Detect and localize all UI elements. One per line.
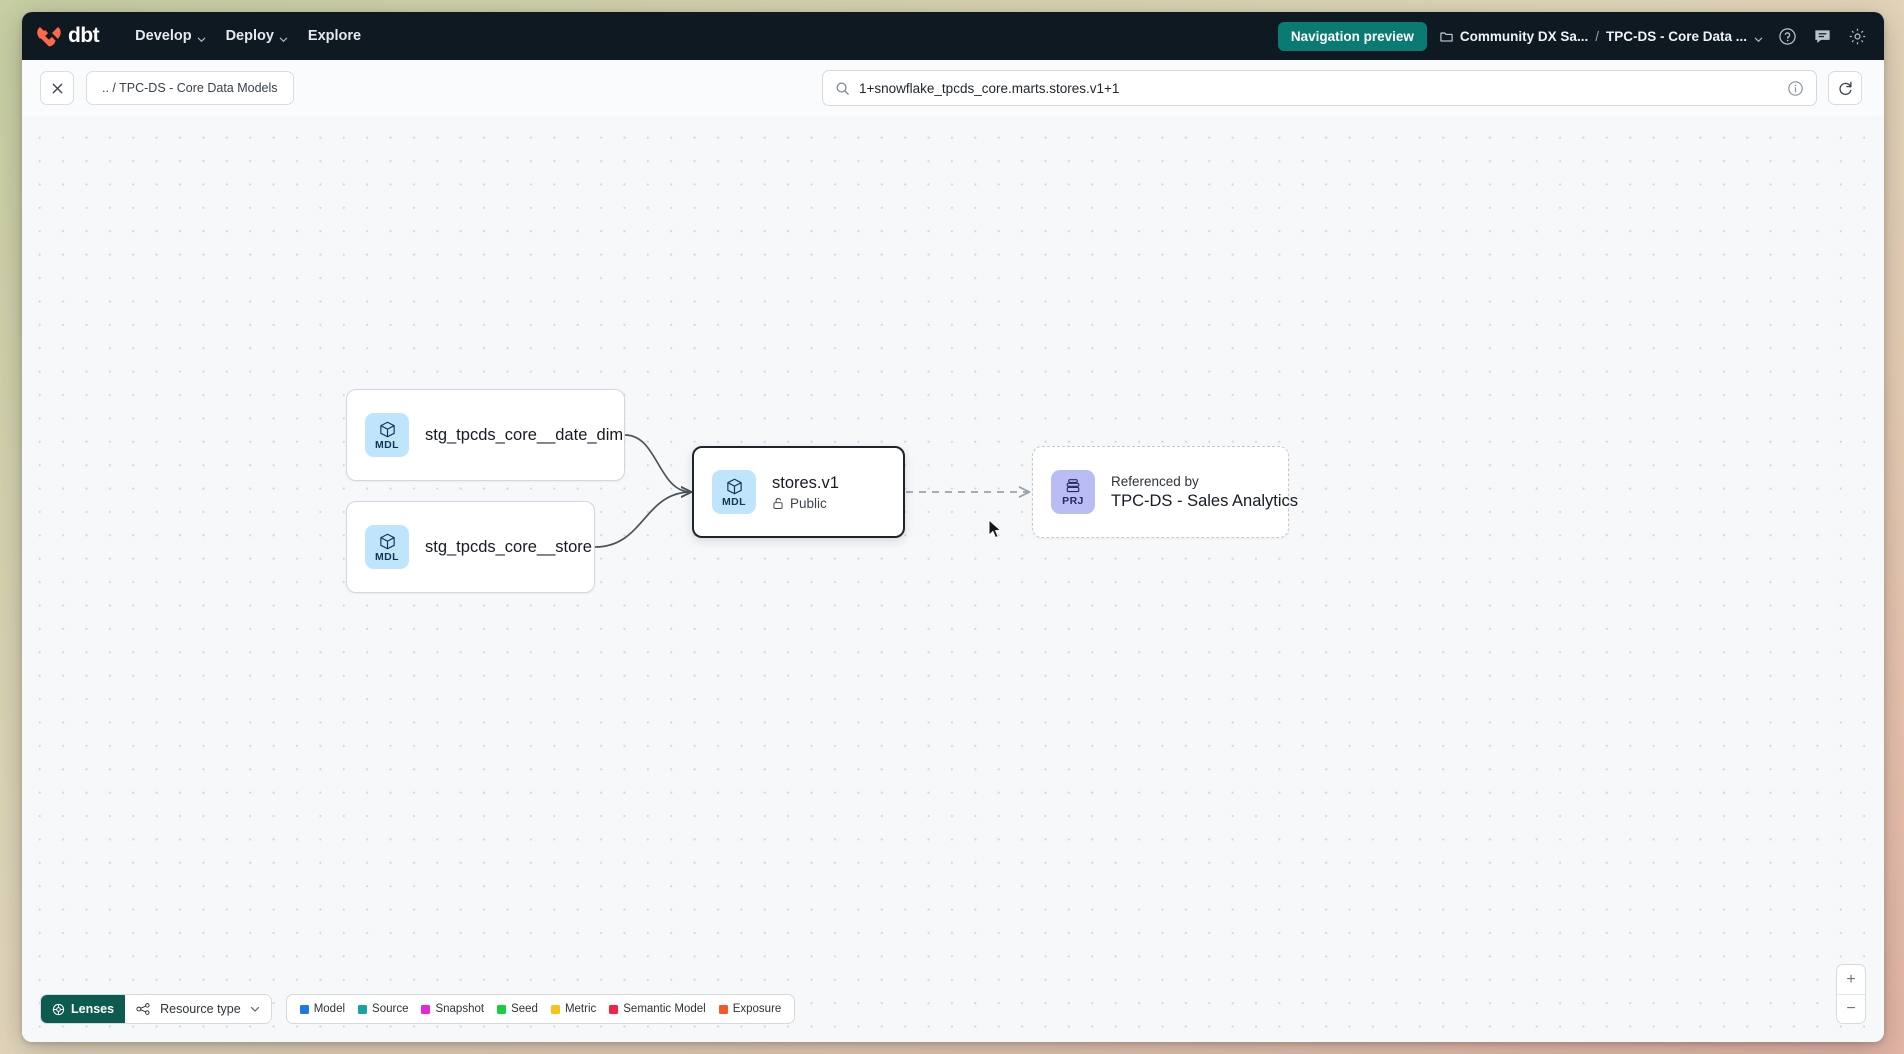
node-access-label: Public	[790, 495, 827, 511]
resource-type-dropdown[interactable]: Resource type	[125, 995, 271, 1023]
search-icon	[835, 81, 850, 96]
cube-icon	[378, 532, 397, 551]
close-x-icon[interactable]	[40, 71, 74, 105]
node-access-group: Public	[772, 496, 839, 511]
legend-item: Seed	[497, 1003, 538, 1015]
project-badge: PRJ	[1051, 470, 1095, 514]
legend-item: Source	[358, 1003, 408, 1015]
graph-breadcrumb-pill[interactable]: .. / TPC-DS - Core Data Models	[86, 71, 294, 105]
legend-item: Snapshot	[421, 1003, 484, 1015]
lenses-label: Lenses	[71, 1002, 115, 1016]
node-text-group: Referenced by TPC-DS - Sales Analytics	[1111, 473, 1299, 511]
legend-label: Metric	[564, 1003, 597, 1015]
lineage-toolbar: .. / TPC-DS - Core Data Models	[22, 60, 1884, 116]
legend-item: Semantic Model	[609, 1003, 706, 1015]
dbt-brand[interactable]: dbt	[36, 23, 100, 49]
search-group	[822, 70, 1862, 106]
breadcrumb: Community DX Sa... / TPC-DS - Core Data …	[1440, 29, 1763, 44]
cube-icon	[378, 420, 397, 439]
legend-item: Metric	[550, 1003, 597, 1015]
node-text-group: stg_tpcds_core__store	[425, 537, 592, 557]
browser-window: dbt Develop Deploy Explore Navigation pr…	[22, 12, 1884, 1042]
legend-swatch-source	[358, 1004, 368, 1014]
graph-node-model[interactable]: MDL stg_tpcds_core__date_dim	[346, 389, 625, 481]
lens-icon	[52, 1003, 65, 1016]
model-badge: MDL	[365, 413, 409, 457]
legend-label: Exposure	[732, 1003, 782, 1015]
help-circle-icon[interactable]	[1776, 25, 1798, 47]
lineage-search-box[interactable]	[822, 70, 1817, 106]
node-title: stg_tpcds_core__store	[425, 537, 592, 556]
nav-item-develop-label: Develop	[135, 28, 192, 44]
legend-item: Exposure	[718, 1003, 782, 1015]
lenses-button[interactable]: Lenses	[41, 995, 126, 1023]
model-badge: MDL	[712, 470, 756, 514]
legend-swatch-snapshot	[421, 1004, 431, 1014]
legend-swatch-model	[299, 1004, 309, 1014]
model-badge-label: MDL	[375, 438, 399, 451]
chevron-down-icon	[197, 32, 206, 42]
node-title: stg_tpcds_core__date_dim	[425, 425, 624, 444]
dbt-logo-icon	[36, 23, 62, 49]
cube-icon	[725, 477, 744, 496]
legend-label: Model	[313, 1003, 346, 1015]
model-badge: MDL	[365, 525, 409, 569]
top-navigation-bar: dbt Develop Deploy Explore Navigation pr…	[22, 12, 1884, 60]
lineage-graph-canvas[interactable]: MDL stg_tpcds_core__date_dim MDL stg_tpc…	[22, 116, 1884, 1042]
legend-label: Semantic Model	[623, 1003, 706, 1015]
resource-type-legend: Model Source Snapshot Seed Metric	[285, 994, 796, 1024]
nav-item-deploy[interactable]: Deploy	[216, 22, 298, 50]
legend-swatch-metric	[550, 1004, 560, 1014]
brand-name: dbt	[68, 24, 100, 47]
node-text-group: stores.v1 Public	[772, 474, 839, 511]
legend-item: Model	[299, 1003, 346, 1015]
legend-label: Source	[372, 1003, 409, 1015]
legend-swatch-semantic-model	[609, 1004, 619, 1014]
node-title: stores.v1	[772, 473, 839, 492]
project-badge-label: PRJ	[1062, 495, 1084, 508]
breadcrumb-account[interactable]: Community DX Sa...	[1459, 28, 1589, 44]
project-stack-icon	[1064, 477, 1082, 495]
model-badge-label: MDL	[375, 550, 399, 563]
node-kicker: Referenced by	[1111, 473, 1199, 489]
legend-label: Snapshot	[435, 1003, 485, 1015]
nav-item-deploy-label: Deploy	[225, 28, 274, 44]
feedback-chat-icon[interactable]	[1811, 25, 1833, 47]
lens-control-group: Lenses Resource type	[40, 994, 272, 1024]
gear-icon[interactable]	[1846, 25, 1868, 47]
graph-edges	[594, 434, 1884, 548]
graph-node-model[interactable]: MDL stg_tpcds_core__store	[346, 501, 595, 593]
edge-date-dim-to-stores	[624, 434, 691, 492]
zoom-in-button[interactable]: +	[1846, 970, 1856, 988]
nav-item-explore[interactable]: Explore	[298, 22, 371, 50]
graph-node-selected-stores[interactable]: MDL stores.v1 Public	[692, 446, 905, 538]
chevron-down-icon	[250, 1004, 260, 1014]
nav-right-group: Navigation preview Community DX Sa... / …	[1277, 21, 1868, 51]
folder-icon	[1440, 30, 1453, 43]
legend-swatch-exposure	[718, 1004, 728, 1014]
graph-node-project[interactable]: PRJ Referenced by TPC-DS - Sales Analyti…	[1032, 446, 1299, 538]
nav-item-explore-label: Explore	[307, 28, 362, 44]
legend-label: Seed	[511, 1003, 538, 1015]
node-title: TPC-DS - Sales Analytics	[1111, 491, 1299, 510]
zoom-controls: + −	[1836, 964, 1866, 1024]
unlock-icon	[772, 497, 784, 510]
legend-swatch-seed	[497, 1004, 507, 1014]
nav-item-develop[interactable]: Develop	[125, 22, 215, 50]
graph-bottom-bar: Lenses Resource type	[40, 994, 796, 1024]
model-badge-label: MDL	[722, 495, 746, 508]
edge-store-to-stores	[594, 492, 691, 548]
refresh-icon[interactable]	[1828, 71, 1862, 105]
resource-type-label: Resource type	[160, 1002, 241, 1016]
chevron-down-icon[interactable]	[1754, 32, 1763, 42]
breadcrumb-separator: /	[1595, 28, 1599, 44]
breadcrumb-project[interactable]: TPC-DS - Core Data ...	[1605, 28, 1747, 44]
zoom-out-button[interactable]: −	[1837, 994, 1865, 1023]
nodes-icon	[136, 1002, 151, 1016]
node-text-group: stg_tpcds_core__date_dim	[425, 425, 624, 445]
search-input[interactable]	[859, 80, 1778, 96]
chevron-down-icon	[279, 32, 288, 42]
navigation-preview-button[interactable]: Navigation preview	[1277, 21, 1427, 51]
info-circle-icon[interactable]	[1787, 80, 1804, 97]
